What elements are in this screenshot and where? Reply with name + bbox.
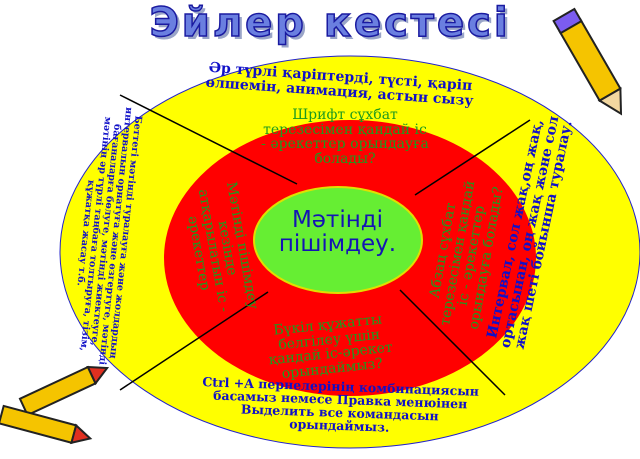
crayon-icon	[18, 365, 110, 417]
pencil-icon	[552, 7, 623, 116]
center-label: Мәтінді пішімдеу.	[278, 207, 397, 258]
crayon-icon	[0, 404, 93, 445]
slide-title: Эйлер кестесі	[149, 0, 511, 47]
divider-lines	[119, 94, 531, 396]
inner-circle	[253, 186, 423, 294]
yellow-bottom-text: Ctrl +A пернелерінің комбинациясын басам…	[202, 374, 480, 436]
red-top-text: Шрифт сұхбат терезесімен қандай іс - әре…	[261, 107, 429, 168]
